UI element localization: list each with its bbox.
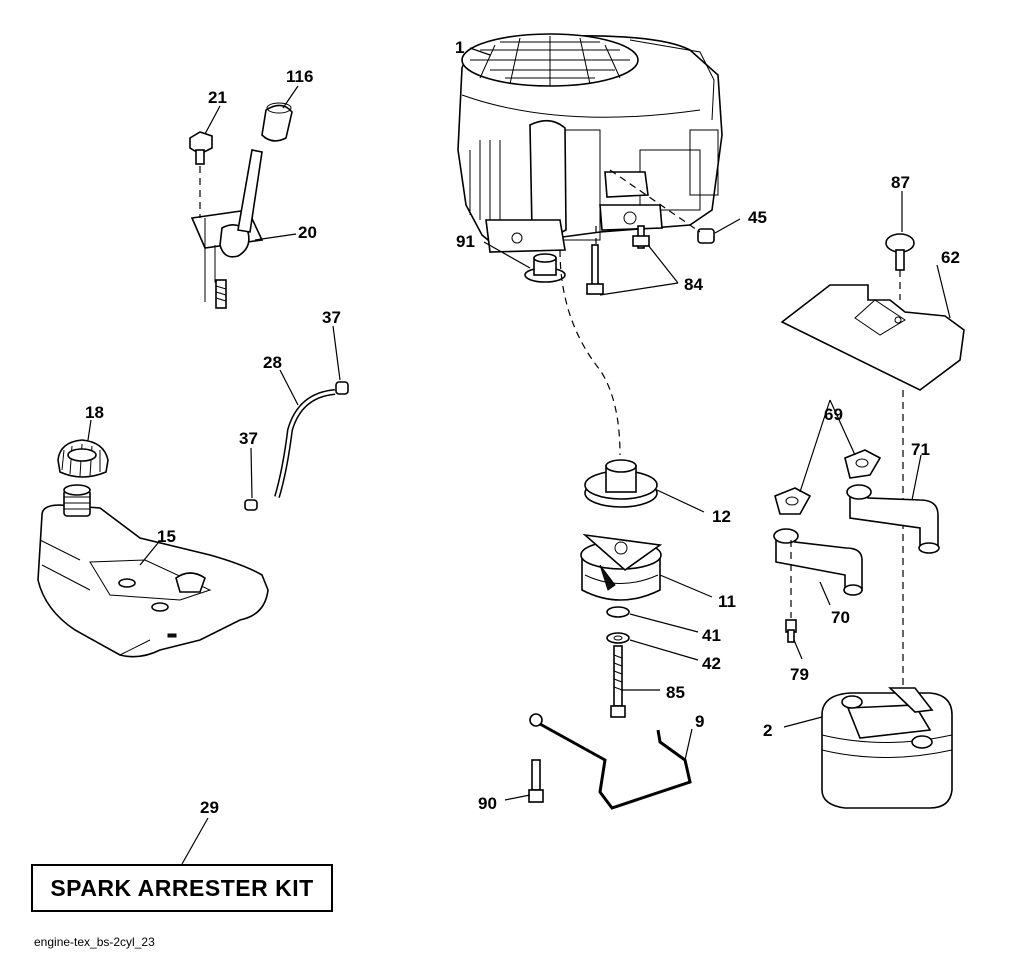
part-20-throttle: [190, 149, 264, 309]
label-45: 45: [748, 208, 767, 227]
label-85: 85: [666, 683, 685, 702]
part-90-bolt: [528, 759, 544, 803]
label-37-top: 37: [322, 308, 341, 327]
part-41-washer: [606, 606, 630, 618]
part-12-pulley: [584, 459, 658, 508]
part-45-nut: [697, 228, 715, 244]
label-91: 91: [456, 232, 475, 251]
label-116: 116: [286, 67, 313, 86]
label-21: 21: [208, 88, 227, 107]
label-41: 41: [702, 626, 721, 645]
part-11-clutch: [580, 533, 663, 601]
label-84: 84: [684, 275, 703, 294]
part-84-bolts: [586, 225, 650, 295]
part-9-rod: [539, 722, 692, 810]
part-21-bolt: [189, 131, 213, 165]
part-2-muffler: [821, 687, 953, 809]
leader-lines: [87, 47, 951, 865]
part-37-clamp-top: [335, 381, 349, 395]
label-62: 62: [941, 248, 960, 267]
label-29: 29: [200, 798, 219, 817]
part-15-fuel-tank: [37, 484, 269, 658]
part-71-pipe: [846, 484, 940, 554]
engine-part: [457, 33, 723, 253]
label-70: 70: [831, 608, 850, 627]
spark-arrester-kit-box: SPARK ARRESTER KIT: [31, 864, 333, 912]
part-18-fuel-cap: [57, 439, 109, 478]
diagram-reference-code: engine-tex_bs-2cyl_23: [34, 935, 155, 949]
part-79-bolt: [785, 619, 797, 643]
label-79: 79: [790, 665, 809, 684]
label-42: 42: [702, 654, 721, 673]
part-42-washer: [606, 632, 630, 644]
part-85-bolt: [610, 645, 626, 718]
part-69-gaskets: [774, 449, 882, 515]
label-28: 28: [263, 353, 282, 372]
label-2: 2: [763, 721, 772, 740]
label-69: 69: [824, 405, 843, 424]
part-87-screw: [885, 233, 915, 271]
label-1: 1: [455, 38, 464, 57]
label-87: 87: [891, 173, 910, 192]
label-12: 12: [712, 507, 731, 526]
part-70-pipe: [773, 528, 863, 596]
part-28-fuel-line: [274, 389, 336, 498]
part-91-shape: [524, 253, 566, 283]
label-90: 90: [478, 794, 497, 813]
part-62-shield: [780, 284, 965, 391]
part-116-knob: [261, 102, 293, 142]
label-18: 18: [85, 403, 104, 422]
label-20: 20: [298, 223, 317, 242]
label-9: 9: [695, 712, 704, 731]
label-71: 71: [911, 440, 930, 459]
part-37-clamp-bottom: [244, 499, 258, 511]
label-11: 11: [718, 592, 736, 611]
label-15: 15: [157, 527, 176, 546]
spark-arrester-kit-label: SPARK ARRESTER KIT: [50, 874, 314, 901]
label-37-bottom: 37: [239, 429, 258, 448]
part-number-labels: 1 91 84 45 12 11 41 42 85 9 90 2 79 70 6…: [85, 38, 960, 817]
